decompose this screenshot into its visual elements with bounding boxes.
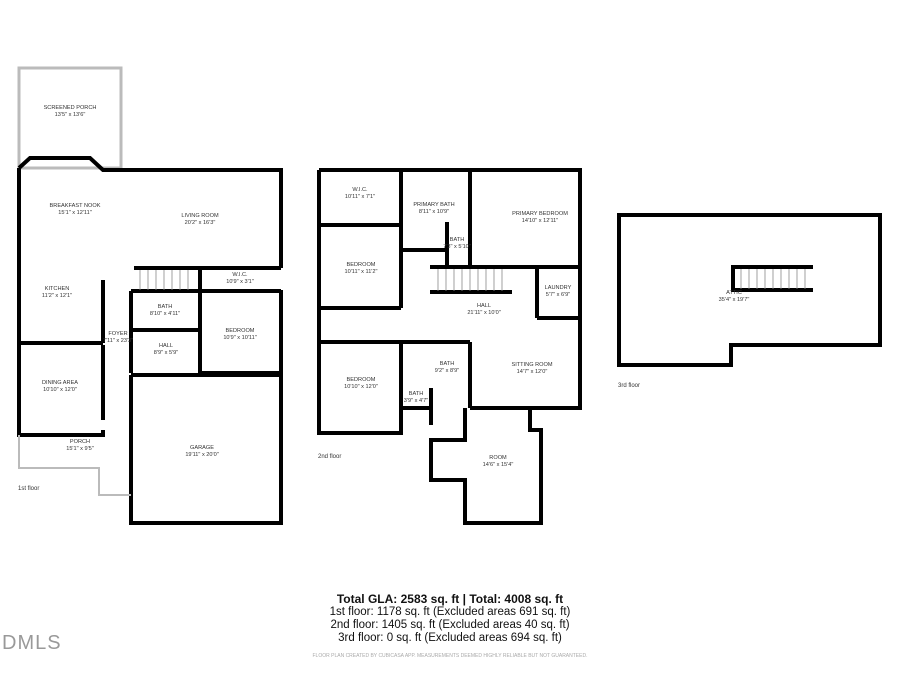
room-dims: 7'3" x 5'10" — [443, 244, 471, 250]
room-name: PRIMARY BATH — [413, 202, 455, 208]
room-name: LIVING ROOM — [181, 213, 219, 219]
room-dims: 15'1" x 12'11" — [58, 210, 92, 216]
second-floor-area: 2nd floor: 1405 sq. ft (Excluded areas 4… — [330, 619, 570, 631]
third-floor-stairs — [740, 269, 806, 289]
room-name: W.I.C. — [232, 272, 248, 278]
room-dims: 35'4" x 19'7" — [718, 297, 750, 303]
room-name: BATH — [408, 391, 424, 397]
room-name: BREAKFAST NOOK — [49, 203, 101, 209]
floor-label-3rd: 3rd floor — [618, 383, 641, 389]
room-name: BATH — [439, 361, 455, 367]
first-floor-stairs — [139, 270, 189, 290]
room-dims: 13'5" x 13'6" — [54, 112, 86, 118]
room-label: W.I.C.10'9" x 3'1" — [226, 272, 254, 286]
room-name: KITCHEN — [44, 286, 70, 292]
room-name: BEDROOM — [225, 328, 255, 334]
room-name: SCREENED PORCH — [43, 105, 97, 111]
room-dims: 8'9" x 5'9" — [153, 350, 179, 356]
room-name: BEDROOM — [346, 377, 376, 383]
room-dims: 15'1" x 9'5" — [66, 446, 94, 452]
room-dims: 9'2" x 8'9" — [434, 368, 460, 374]
room-name: ROOM — [489, 455, 507, 461]
room-dims: 10'9" x 10'11" — [223, 335, 257, 341]
room-dims: 10'11" x 11'2" — [344, 269, 378, 275]
room-dims: 14'7" x 12'0" — [516, 369, 548, 375]
room-name: PORCH — [69, 439, 91, 445]
room-name: DINING AREA — [41, 380, 79, 386]
room-dims: 11'2" x 12'1" — [41, 293, 73, 299]
third-floor-area: 3rd floor: 0 sq. ft (Excluded areas 694 … — [338, 632, 562, 644]
room-dims: 19'11" x 20'0" — [185, 452, 219, 458]
room-dims: 20'2" x 16'3" — [184, 220, 216, 226]
room-dims: 7'11" x 23'3" — [102, 338, 134, 344]
room-name: HALL — [477, 303, 491, 309]
room-name: GARAGE — [190, 445, 214, 451]
second-floor-stairs — [437, 269, 503, 291]
total-area-title: Total GLA: 2583 sq. ft | Total: 4008 sq.… — [336, 592, 564, 606]
room-dims: 10'10" x 12'0" — [344, 384, 378, 390]
screened-porch-outline — [17, 66, 123, 170]
floor-label-1st: 1st floor — [18, 486, 40, 492]
room-name: ATTIC — [726, 290, 742, 296]
floor-label-2nd: 2nd floor — [318, 454, 342, 460]
room-dims: 21'11" x 10'0" — [467, 310, 501, 316]
room-dims: 3'9" x 4'7" — [403, 398, 429, 404]
room-dims: 10'11" x 7'1" — [344, 194, 376, 200]
room-name: HALL — [159, 343, 173, 349]
first-floor-area: 1st floor: 1178 sq. ft (Excluded areas 6… — [329, 606, 571, 618]
room-dims: 8'11" x 10'9" — [418, 209, 450, 215]
room-dims: 14'6" x 15'4" — [482, 462, 514, 468]
room-dims: 10'10" x 12'0" — [43, 387, 77, 393]
room-name: BATH — [157, 304, 173, 310]
room-name: SITTING ROOM — [511, 362, 553, 368]
room-label: W.I.C.10'11" x 7'1" — [345, 187, 375, 201]
room-name: BATH — [449, 237, 465, 243]
room-dims: 5'7" x 6'9" — [545, 292, 571, 298]
disclaimer: FLOOR PLAN CREATED BY CUBICASA APP. MEAS… — [312, 653, 588, 659]
room-name: FOYER — [108, 331, 128, 337]
room-dims: 10'9" x 3'1" — [226, 279, 254, 285]
room-dims: 14'10" x 12'11" — [521, 218, 559, 224]
room-name: BEDROOM — [346, 262, 376, 268]
first-floor-walls — [17, 66, 283, 525]
room-name: LAUNDRY — [544, 285, 572, 291]
room-dims: 8'10" x 4'11" — [149, 311, 181, 317]
room-name: W.I.C. — [352, 187, 368, 193]
third-floor-walls — [617, 213, 882, 367]
second-floor-walls — [317, 168, 582, 525]
room-name: PRIMARY BEDROOM — [512, 211, 568, 217]
dmls-watermark: DMLS — [2, 632, 62, 654]
